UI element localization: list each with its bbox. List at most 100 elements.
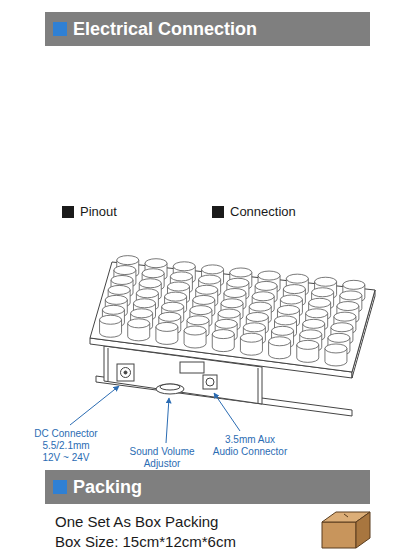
box-icon (322, 512, 370, 548)
legend-swatch (62, 206, 74, 218)
dc-jack-pin (124, 371, 127, 374)
capacitor (325, 344, 347, 366)
capacitor-top (156, 322, 178, 331)
capacitor-top (173, 262, 195, 271)
leader-line (70, 386, 119, 425)
capacitor-top (190, 306, 212, 315)
capacitor-top (224, 289, 246, 298)
part-spec: 12V ~ 24V (43, 452, 90, 464)
capacitor-top (196, 285, 218, 294)
post (258, 368, 259, 403)
capacitor (156, 322, 178, 344)
capacitor-top (315, 277, 337, 286)
legend-text: Connection (230, 204, 296, 219)
post (108, 348, 109, 381)
leader-line (214, 393, 240, 431)
part-label: Audio Connector (213, 446, 288, 458)
capacitor-top (133, 299, 155, 308)
capacitor-top (272, 326, 294, 335)
capacitor-top (243, 323, 265, 332)
aux-jack-hole (206, 378, 214, 386)
capacitor-top (128, 319, 150, 328)
capacitor (100, 315, 122, 337)
capacitor-top (246, 312, 268, 321)
capacitor-top (136, 289, 158, 298)
capacitor-top (303, 319, 325, 328)
box-tape (344, 514, 348, 517)
capacitor-top (309, 298, 331, 307)
capacitor-top (170, 272, 192, 281)
capacitor-top (108, 285, 130, 294)
capacitor (240, 333, 262, 355)
capacitor-top (117, 256, 139, 265)
capacitor-top (105, 295, 127, 304)
capacitor-top (102, 305, 124, 314)
capacitor-top (162, 302, 184, 311)
capacitor-top (334, 312, 356, 321)
capacitor-top (114, 266, 136, 275)
capacitor-array (100, 256, 365, 366)
capacitor-top (286, 274, 308, 283)
capacitor-top (227, 278, 249, 287)
legend-text: Pinout (80, 204, 117, 219)
capacitor-top (325, 344, 347, 353)
aux-jack (203, 375, 217, 389)
capacitor-top (184, 326, 206, 335)
capacitor-top (142, 269, 164, 278)
part-label: DC Connector (34, 428, 97, 440)
capacitor (212, 330, 234, 352)
capacitor (269, 337, 291, 359)
capacitor-top (215, 319, 237, 328)
capacitor-top (230, 268, 252, 277)
part-label: 3.5mm Aux (225, 434, 275, 446)
box-front (322, 522, 356, 548)
capacitor-top (139, 279, 161, 288)
capacitor-top (297, 340, 319, 349)
section-title: Electrical Connection (45, 18, 370, 40)
capacitor-top (218, 309, 240, 318)
capacitor (184, 326, 206, 348)
leader-line (166, 398, 169, 443)
box-side (356, 512, 370, 548)
capacitor-top (212, 330, 234, 339)
capacitor (297, 340, 319, 362)
section-title: Packing (45, 476, 370, 498)
capacitor-top (111, 275, 133, 284)
part-label: Adjustor (144, 458, 181, 470)
capacitor-top (249, 302, 271, 311)
capacitor-top (300, 330, 322, 339)
section-header: Electrical Connection (45, 12, 370, 46)
dc-jack-hole (121, 368, 131, 378)
section-header: Packing (45, 470, 370, 504)
dc-jack (117, 364, 134, 381)
capacitor-top (258, 271, 280, 280)
capacitor-top (275, 316, 297, 325)
capacitor-top (131, 309, 153, 318)
capacitor-top (306, 309, 328, 318)
packing-note: One Set As Box Packing (55, 513, 218, 530)
capacitor-top (312, 288, 334, 297)
capacitor-top (221, 299, 243, 308)
capacitor-top (159, 312, 181, 321)
capacitor-top (277, 305, 299, 314)
capacitor-top (255, 281, 277, 290)
capacitor-top (331, 323, 353, 332)
capacitor-top (280, 295, 302, 304)
capacitor-top (337, 302, 359, 311)
part-label: Sound Volume (129, 446, 194, 458)
capacitor-top (240, 333, 262, 342)
capacitor-top (340, 291, 362, 300)
legend-swatch (212, 206, 224, 218)
capacitor-top (100, 315, 122, 324)
capacitor-top (193, 295, 215, 304)
capacitor-top (187, 316, 209, 325)
packing-size: Box Size: 15cm*12cm*6cm (55, 533, 236, 550)
volume-knob (156, 384, 184, 394)
capacitor-top (145, 259, 167, 268)
header-marker (53, 480, 67, 494)
plate-top (90, 262, 375, 372)
capacitor (128, 319, 150, 341)
chip (180, 362, 204, 373)
capacitor-top (165, 292, 187, 301)
